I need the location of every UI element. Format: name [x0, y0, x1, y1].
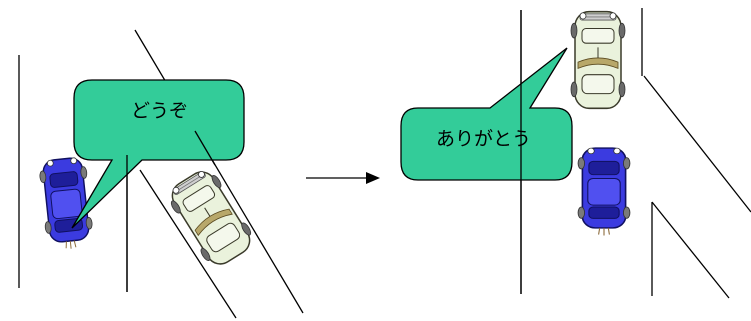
right-speech-bubble-shape [400, 47, 573, 181]
left-speech-text: どうぞ [131, 100, 188, 122]
left-speech-bubble-shape [71, 79, 245, 229]
right-speech-text: ありがとう [436, 128, 531, 150]
right-arrow-icon [306, 172, 380, 184]
cream-car-icon [570, 10, 626, 110]
left-diagonal-road-outer [134, 29, 304, 314]
cream-car-icon [162, 163, 260, 273]
right-speech-bubble: ありがとう [400, 47, 573, 181]
right-diagonal-lower [651, 201, 730, 299]
left-diagonal-road-inner [139, 169, 237, 319]
left-diagonal-road-outer-overlay [194, 130, 216, 166]
right-diagonal-upper [643, 75, 751, 213]
blue-car-icon [577, 147, 631, 237]
left-speech-bubble: どうぞ [71, 79, 245, 229]
